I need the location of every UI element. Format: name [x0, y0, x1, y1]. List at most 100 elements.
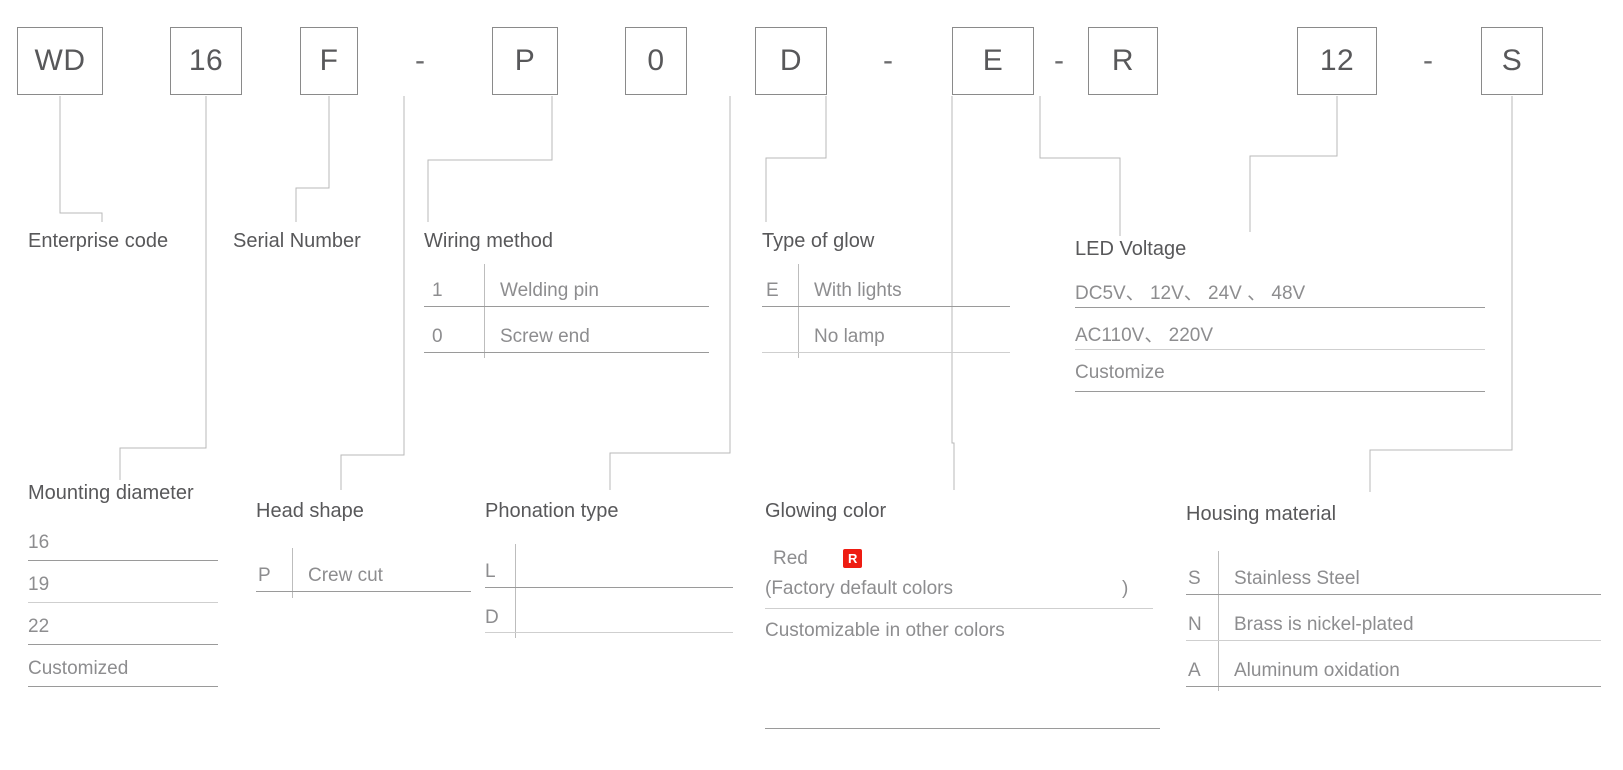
- row-code: D: [485, 607, 499, 628]
- row-code: A: [1188, 660, 1201, 681]
- row-code: 1: [432, 280, 443, 301]
- table-row: 0 Screw end: [424, 308, 709, 351]
- row-desc: 19: [28, 574, 50, 595]
- default-note-close-paren: ): [1122, 578, 1129, 599]
- glowing-color-red-row: Red R: [773, 548, 863, 570]
- row-rule: [1075, 307, 1485, 308]
- section-title: Housing material: [1186, 503, 1337, 525]
- section-housing-material: Housing material S Stainless Steel N Bra…: [1186, 503, 1601, 696]
- row-code: E: [766, 280, 779, 301]
- table-divider: [798, 264, 799, 358]
- row-code: 0: [432, 326, 443, 347]
- code-box-value: 0: [647, 44, 665, 77]
- code-box-e[interactable]: E: [952, 27, 1034, 95]
- section-title: Wiring method: [424, 230, 553, 252]
- separator-dash-2: -: [883, 44, 893, 77]
- row-code: N: [1188, 614, 1202, 635]
- red-color-badge-icon: R: [843, 549, 863, 569]
- table-row: E With lights: [762, 262, 1010, 305]
- table-row: L: [485, 544, 733, 586]
- code-box-wd[interactable]: WD: [17, 27, 103, 95]
- section-led-voltage: LED Voltage DC5V、 12V、 24V 、 48V AC110V、…: [1075, 238, 1485, 413]
- row-desc: 16: [28, 532, 50, 553]
- row-desc: AC110V、 220V: [1075, 325, 1214, 346]
- row-code: [762, 348, 798, 351]
- table-divider: [292, 548, 293, 598]
- code-box-16[interactable]: 16: [170, 27, 242, 95]
- table-row: A Aluminum oxidation: [1186, 643, 1601, 685]
- code-box-value: F: [319, 44, 339, 77]
- table-divider: [515, 544, 516, 638]
- row-rule: [28, 686, 218, 687]
- row-desc: Aluminum oxidation: [1234, 660, 1400, 681]
- row-desc: Brass is nickel-plated: [1234, 614, 1414, 635]
- mounting-diameter-table: 16 19 22 Customized: [28, 532, 218, 722]
- table-row: S Stainless Steel: [1186, 551, 1601, 593]
- code-box-0[interactable]: 0: [625, 27, 687, 95]
- row-desc: DC5V、 12V、 24V 、 48V: [1075, 283, 1306, 304]
- separator-dash-1: -: [415, 44, 425, 77]
- table-row: 1 Welding pin: [424, 262, 709, 305]
- table-row: P Crew cut: [256, 548, 471, 590]
- row-code: P: [258, 565, 271, 586]
- row-desc: 22: [28, 616, 50, 637]
- row-desc: Customize: [1075, 362, 1165, 383]
- table-row: No lamp: [762, 308, 1010, 351]
- code-box-d[interactable]: D: [755, 27, 827, 95]
- row-rule: [765, 608, 1153, 609]
- section-title: Phonation type: [485, 500, 619, 522]
- code-box-value: R: [1111, 44, 1135, 77]
- separator-dash-3: -: [1054, 44, 1064, 77]
- code-box-value: D: [779, 44, 803, 77]
- row-rule: [485, 632, 733, 633]
- code-box-r[interactable]: R: [1088, 27, 1158, 95]
- table-row: D: [485, 590, 733, 632]
- row-desc: Crew cut: [308, 565, 383, 586]
- row-desc: No lamp: [814, 326, 885, 347]
- section-title: Type of glow: [762, 230, 875, 252]
- row-desc: Customized: [28, 658, 129, 679]
- phonation-type-table: L D: [485, 544, 733, 644]
- led-voltage-table: DC5V、 12V、 24V 、 48V AC110V、 220V Custom…: [1075, 278, 1485, 413]
- glowing-color-default-note: (Factory default colors: [765, 578, 953, 600]
- head-shape-table: P Crew cut: [256, 548, 471, 604]
- row-rule: [424, 352, 709, 353]
- code-box-p[interactable]: P: [492, 27, 558, 95]
- row-rule: [256, 591, 471, 592]
- section-phonation-type: Phonation type L D: [485, 500, 733, 644]
- row-rule: [1186, 594, 1601, 595]
- code-box-value: E: [982, 44, 1004, 77]
- code-box-f[interactable]: F: [300, 27, 358, 95]
- row-rule: [765, 728, 1160, 729]
- code-box-value: 16: [188, 44, 224, 77]
- section-title: Mounting diameter: [28, 482, 194, 504]
- section-serial-number: Serial Number: [233, 230, 361, 252]
- section-title: LED Voltage: [1075, 238, 1187, 260]
- housing-material-table: S Stainless Steel N Brass is nickel-plat…: [1186, 551, 1601, 696]
- row-desc: Stainless Steel: [1234, 568, 1360, 589]
- table-divider: [484, 264, 485, 358]
- section-mounting-diameter: Mounting diameter 16 19 22 Customized: [28, 482, 218, 722]
- code-box-s[interactable]: S: [1481, 27, 1543, 95]
- row-rule: [485, 587, 733, 588]
- row-rule: [762, 306, 1010, 307]
- row-rule: [1075, 349, 1485, 350]
- row-rule: [1075, 391, 1485, 392]
- table-divider: [1218, 551, 1219, 691]
- separator-dash-4: -: [1423, 44, 1433, 77]
- section-title: Head shape: [256, 500, 364, 522]
- section-enterprise-code: Enterprise code: [28, 230, 168, 252]
- row-rule: [762, 352, 1010, 353]
- glowing-color-table: Red R (Factory default colors ) Customiz…: [765, 548, 1160, 738]
- row-rule: [28, 560, 218, 561]
- section-head-shape: Head shape P Crew cut: [256, 500, 471, 604]
- code-box-12[interactable]: 12: [1297, 27, 1377, 95]
- row-rule: [1186, 686, 1601, 687]
- row-desc: Screw end: [500, 326, 590, 347]
- row-rule: [28, 644, 218, 645]
- code-box-value: WD: [34, 44, 86, 77]
- row-desc: Welding pin: [500, 280, 599, 301]
- section-wiring-method: Wiring method 1 Welding pin 0 Screw end: [424, 230, 709, 362]
- row-code: S: [1188, 568, 1201, 589]
